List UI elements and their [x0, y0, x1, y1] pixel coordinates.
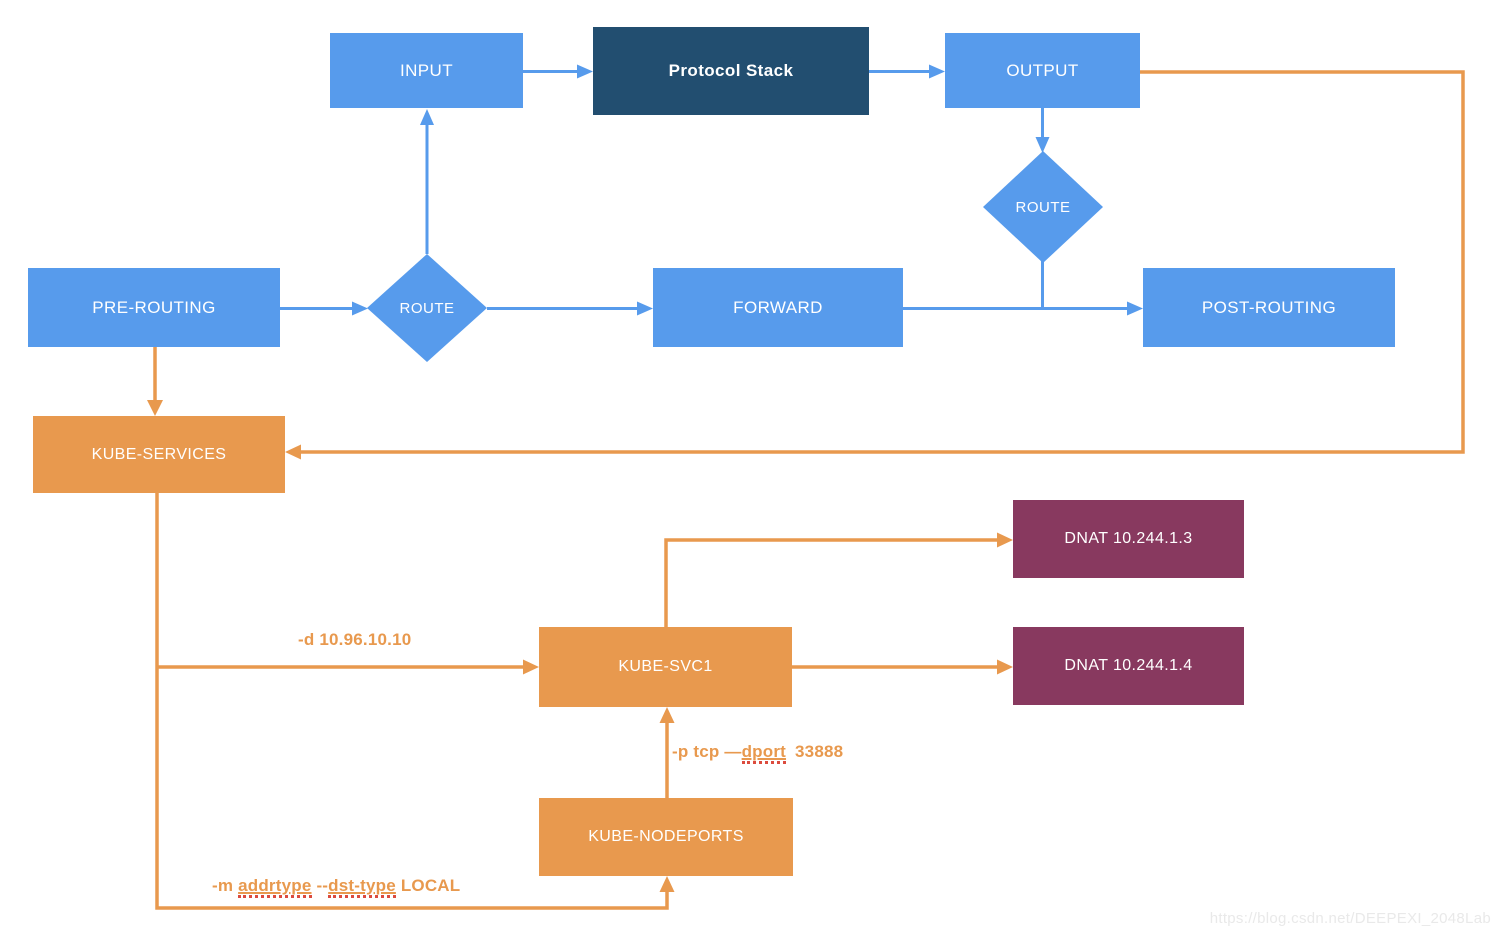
node-label: Protocol Stack — [668, 61, 794, 80]
edge-kube-services-to-kube-svc1 — [157, 659, 539, 675]
node-dnat-pod1: DNAT 10.244.1.3 — [1013, 500, 1244, 578]
edge-protocol-stack-to-output — [869, 64, 945, 79]
rule-text: -d 10.96.10.10 — [298, 630, 412, 649]
rule-text: LOCAL — [395, 876, 461, 895]
node-label: DNAT 10.244.1.4 — [1064, 657, 1193, 674]
csdn-watermark: https://blog.csdn.net/DEEPEXI_2048Lab — [1209, 910, 1491, 927]
node-post-routing: POST-ROUTING — [1143, 268, 1395, 347]
edge-input-to-protocol-stack — [523, 64, 593, 79]
node-input: INPUT — [330, 33, 523, 108]
rule-text: -p tcp — — [672, 742, 742, 761]
node-output: OUTPUT — [945, 33, 1140, 108]
edge-kube-nodeports-to-kube-svc1 — [659, 707, 675, 798]
edge-output-to-kube-services — [285, 70, 1465, 460]
node-forward: FORWARD — [653, 268, 903, 347]
node-label: INPUT — [400, 60, 453, 80]
node-label: KUBE-SVC1 — [618, 658, 713, 675]
node-pre-routing: PRE-ROUTING — [28, 268, 280, 347]
edge-route-to-input — [420, 109, 434, 254]
node-label: KUBE-SERVICES — [91, 445, 227, 463]
node-dnat-pod2: DNAT 10.244.1.4 — [1013, 627, 1244, 705]
edge-prerouting-to-route — [280, 301, 368, 316]
edge-kube-svc1-to-dnat2 — [792, 659, 1013, 675]
node-label: KUBE-NODEPORTS — [588, 828, 744, 845]
rule-text: -- — [311, 876, 329, 895]
node-kube-svc1: KUBE-SVC1 — [539, 627, 792, 707]
rule-port-number: 33888 — [795, 742, 844, 761]
node-label: DNAT 10.244.1.3 — [1064, 530, 1193, 547]
node-kube-nodeports: KUBE-NODEPORTS — [539, 798, 793, 876]
node-label: PRE-ROUTING — [92, 297, 216, 317]
node-label: POST-ROUTING — [1201, 297, 1337, 317]
node-label: FORWARD — [733, 297, 823, 317]
node-protocol-stack: Protocol Stack — [593, 27, 869, 115]
rule-text: -m — [212, 876, 239, 895]
edge-prerouting-to-kube-services — [147, 347, 163, 416]
rule-word-underlined: dst-type — [328, 876, 396, 898]
node-label: ROUTE — [399, 299, 455, 317]
node-label: OUTPUT — [1006, 60, 1079, 80]
label-service-ip-rule: -d 10.96.10.10 — [298, 630, 411, 650]
rule-word-underlined: addrtype — [238, 876, 312, 898]
node-kube-services: KUBE-SERVICES — [33, 416, 285, 493]
edge-output-to-route-upper — [1035, 108, 1050, 153]
label-dport-rule: -p tcp —dport 33888 — [672, 742, 844, 764]
label-addrtype-rule: -m addrtype --dst-type LOCAL — [212, 876, 461, 898]
edge-forward-to-postrouting — [903, 301, 1143, 316]
edge-kube-services-to-kube-nodeports — [155, 493, 675, 910]
rule-word-underlined: dport — [741, 742, 787, 764]
node-label: ROUTE — [1015, 198, 1071, 216]
edge-route-to-forward — [487, 301, 653, 316]
edge-kube-svc1-to-dnat1 — [664, 532, 1013, 627]
